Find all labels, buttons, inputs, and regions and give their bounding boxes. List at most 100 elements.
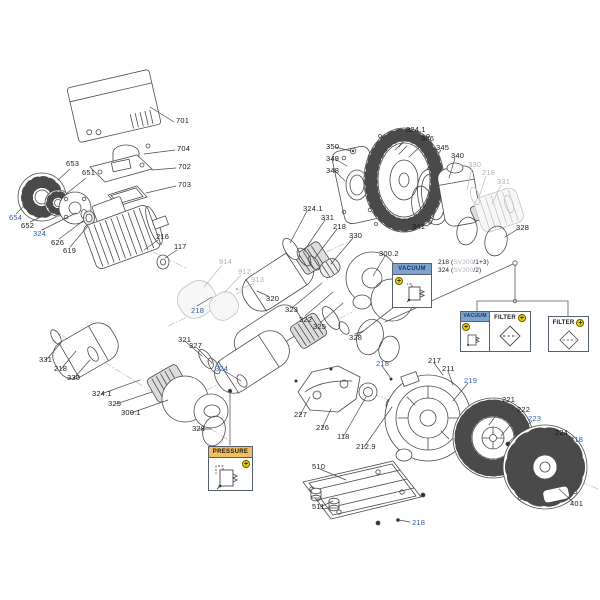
leader-line-703 — [145, 185, 177, 194]
leader-line-218 — [398, 519, 411, 523]
leader-line-626 — [58, 220, 84, 240]
variant-note-line: 218 (SV300/1+3) — [438, 259, 489, 266]
bearing-flange — [58, 191, 95, 226]
leader-line-324.1 — [100, 379, 141, 395]
leader-line-218 — [196, 296, 213, 307]
leader-line-224 — [546, 434, 560, 451]
variant-note-line: 324 (SV300/2) — [438, 266, 482, 274]
leader-line-511 — [319, 500, 334, 508]
rubber-foot — [310, 487, 322, 502]
filter-callout-title: FILTER — [494, 315, 516, 321]
leader-line-654 — [15, 198, 32, 215]
vacuum-cell: VACUUM + — [461, 312, 490, 351]
pump-assembly-300-1 — [50, 322, 229, 447]
foam-silencers-ghost — [176, 280, 240, 321]
leader-line-345 — [426, 149, 442, 170]
leader-line-219 — [452, 382, 469, 402]
upper-muffler — [241, 238, 341, 312]
base-plate — [302, 460, 426, 526]
leader-line-216 — [143, 239, 159, 251]
relief-valve-icon — [467, 334, 480, 346]
blower-rear-housing — [384, 371, 472, 462]
leader-line-330 — [330, 237, 354, 265]
leader-line-218 — [381, 365, 391, 378]
leader-line-218 — [556, 441, 575, 468]
leader-line-218 — [60, 350, 77, 370]
leader-line-218 — [478, 175, 487, 198]
mount-parts — [89, 143, 153, 207]
plus-icon: + — [576, 319, 585, 327]
relief-valve-icon — [406, 283, 426, 303]
leader-line-701 — [149, 106, 175, 123]
leader-line-704 — [143, 149, 176, 155]
control-box — [66, 69, 162, 152]
filter-diamond-icon — [558, 330, 579, 350]
leader-line-325 — [319, 302, 344, 324]
leader-line-226 — [321, 408, 332, 429]
leader-line-221 — [488, 401, 507, 426]
vacuum-filter-callout-box: VACUUM + FILTER + — [460, 311, 531, 352]
support-bracket — [297, 365, 361, 413]
leader-line-324.1 — [398, 131, 413, 148]
leader-line-340 — [448, 157, 456, 179]
plus-icon: + — [517, 314, 526, 322]
leader-line-223 — [508, 420, 533, 443]
leader-line-912 — [223, 274, 242, 294]
leader-lines — [15, 106, 575, 523]
vacuum-callout-title: VACUUM — [393, 264, 431, 275]
rubber-foot — [328, 497, 340, 512]
leader-line-341 — [416, 210, 422, 224]
leader-line-330 — [73, 359, 91, 379]
leader-line-322 — [304, 291, 334, 317]
leader-line-328 — [354, 330, 365, 335]
o-rings — [456, 216, 508, 257]
leader-line-321 — [184, 340, 203, 357]
leader-line-212.9 — [363, 406, 393, 448]
leader-line-300.1 — [130, 399, 169, 414]
leader-line-325 — [115, 391, 153, 405]
leader-line-331 — [303, 219, 326, 252]
lower-muffler — [198, 304, 350, 394]
blower-front-cover — [502, 424, 588, 510]
leader-line-218 — [314, 228, 338, 259]
leader-line-327 — [196, 347, 213, 364]
leader-line-331 — [491, 184, 502, 205]
filter-cell: FILTER + — [490, 312, 530, 351]
leader-line-349 — [334, 158, 348, 167]
variant-note: 218 (SV300/1+3) 324 (SV300/2) — [438, 259, 489, 274]
leader-line-348 — [334, 170, 346, 182]
leader-line-619 — [69, 225, 89, 248]
leader-line-651 — [65, 177, 87, 195]
leader-line-653 — [57, 168, 71, 181]
plus-icon: + — [242, 460, 250, 468]
pressure-callout-box: PRESSURE + — [208, 446, 253, 491]
motor — [83, 196, 170, 270]
leader-line-350 — [334, 146, 352, 152]
vacuum-callout-box: VACUUM + — [392, 263, 432, 308]
leader-line-330 — [466, 167, 473, 191]
finned-housing-half — [363, 127, 445, 233]
filter-diamond-icon — [499, 325, 521, 347]
leader-line-320 — [256, 290, 269, 297]
leader-line-510 — [319, 468, 347, 481]
leader-line-222 — [500, 411, 522, 437]
leader-line-652 — [29, 208, 59, 223]
plus-icon: + — [395, 277, 403, 285]
vacuum-callout-title: VACUUM — [461, 312, 489, 322]
leader-line-324 — [222, 369, 242, 382]
leader-line-331 — [45, 343, 61, 361]
leader-line-118 — [342, 396, 367, 438]
relief-valve-icon — [215, 465, 239, 490]
leader-line-227 — [299, 396, 311, 416]
leader-line-117 — [164, 249, 178, 259]
leader-line-346 — [408, 140, 427, 158]
plus-icon: + — [462, 323, 470, 331]
leader-line-323 — [292, 282, 323, 308]
fastener-dots — [294, 367, 400, 522]
leader-line-914 — [203, 264, 223, 288]
leader-line-328 — [504, 228, 519, 238]
filter-callout-title: FILTER — [552, 320, 575, 326]
leader-line-324 — [41, 212, 77, 231]
